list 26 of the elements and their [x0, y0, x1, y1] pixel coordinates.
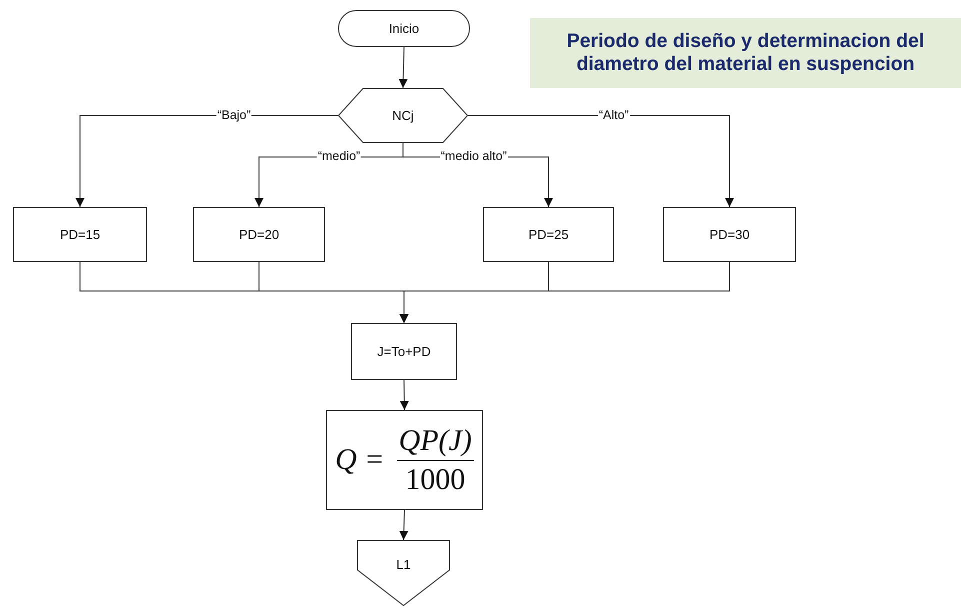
process-box — [351, 323, 457, 380]
node-text: Inicio — [388, 21, 420, 36]
edge-label: “Alto” — [598, 108, 630, 122]
node-text: PD=15 — [60, 227, 100, 242]
start-terminal — [338, 10, 470, 47]
connector-arrow — [400, 380, 409, 410]
decision-hexagon — [338, 88, 468, 143]
process-box — [483, 207, 614, 262]
edge-label: “Bajo” — [216, 108, 252, 122]
formula-box — [326, 410, 483, 510]
connector-arrow — [398, 46, 408, 88]
node-text: PD=20 — [238, 227, 280, 242]
node-text: J=To+PD — [377, 344, 431, 359]
connector-arrow — [76, 115, 338, 208]
node-text: L1 — [396, 556, 411, 572]
title-banner: Periodo de diseño y determinacion del diametro del material en suspencion — [530, 18, 961, 88]
connector-arrow — [468, 115, 734, 208]
connector-arrow — [399, 510, 408, 540]
process-box — [663, 207, 796, 262]
process-box — [13, 207, 147, 262]
node-text: NCj — [392, 108, 414, 123]
node-text: PD=30 — [709, 227, 750, 242]
process-box — [193, 207, 325, 262]
connector-arrow — [400, 262, 730, 324]
off-page-connector — [357, 540, 450, 606]
node-text: PD=25 — [528, 227, 569, 242]
